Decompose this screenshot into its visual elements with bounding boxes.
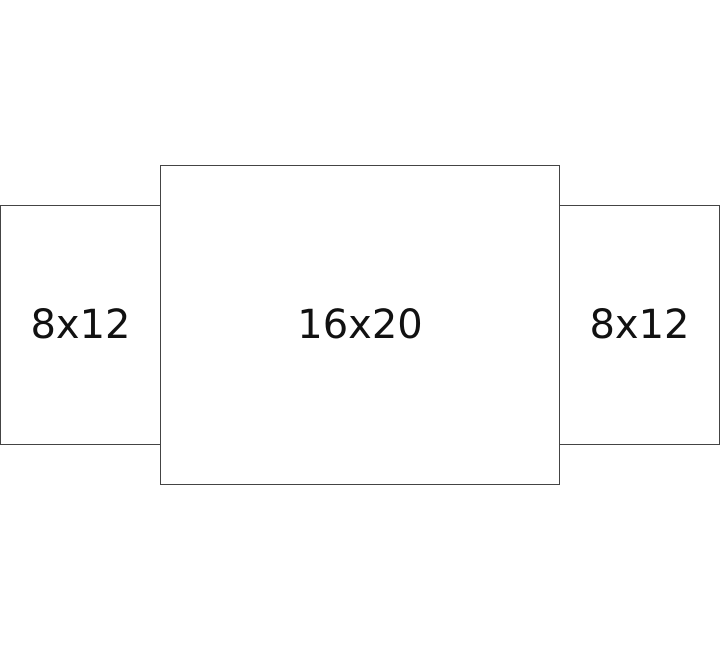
frame-center-label: 16x20 [297, 302, 423, 348]
frame-right-8x12: 8x12 [559, 205, 720, 445]
frame-right-label: 8x12 [589, 302, 690, 348]
frame-left-8x12: 8x12 [0, 205, 161, 445]
frame-center-16x20: 16x20 [160, 165, 560, 485]
frame-left-label: 8x12 [30, 302, 131, 348]
